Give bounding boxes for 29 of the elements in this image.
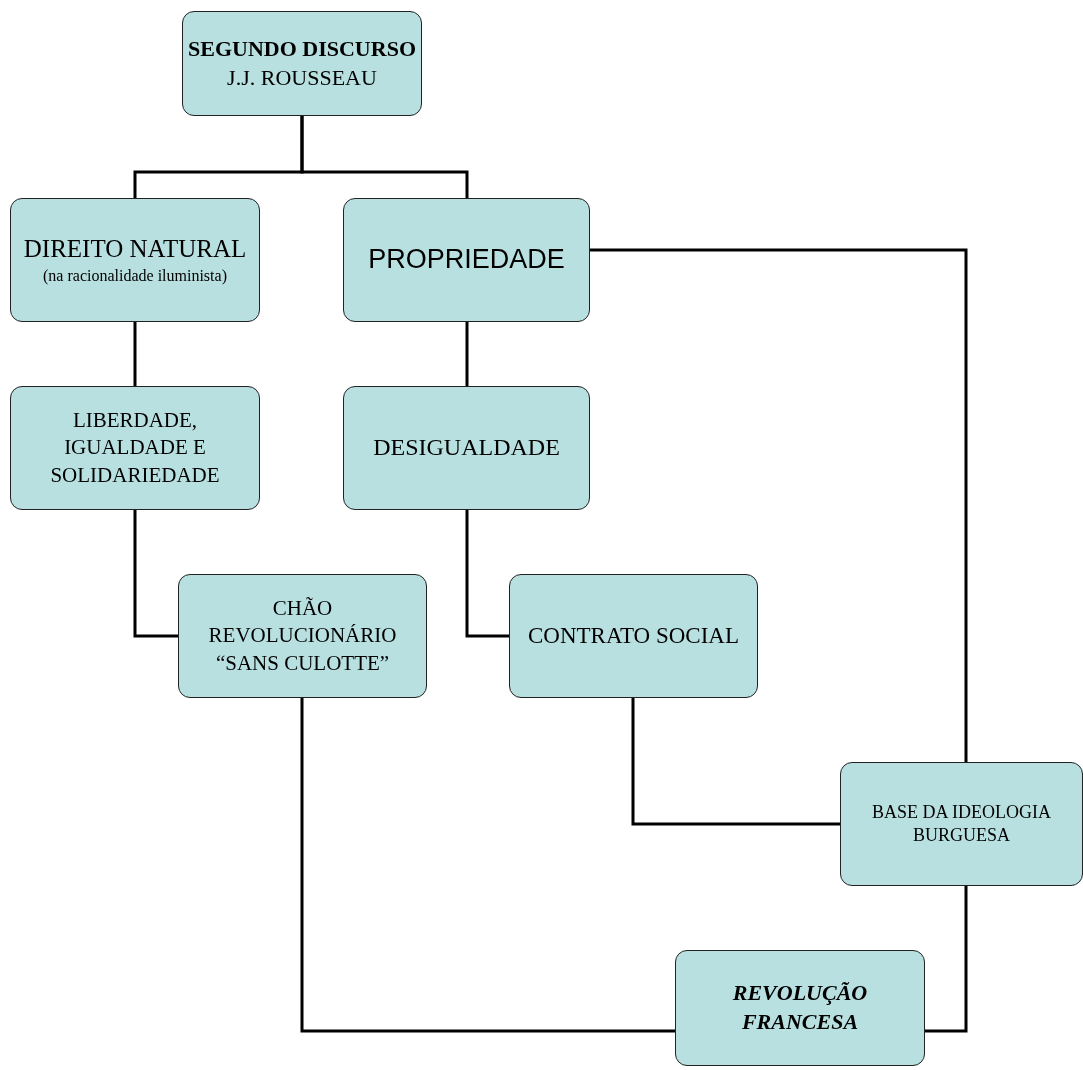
concept-label: REVOLUÇÃO FRANCESA — [731, 979, 869, 1036]
concept-label: PROPRIEDADE — [368, 243, 565, 277]
concept-label: DESIGUALDADE — [373, 433, 560, 463]
concept-box — [840, 762, 1083, 886]
concept-box — [182, 11, 422, 116]
connector-line — [465, 510, 509, 638]
connector-line — [465, 322, 469, 386]
concept-label: CHÃO REVOLUCIONÁRIO “SANS CULOTTE” — [207, 595, 398, 677]
concept-label: SEGUNDO DISCURSO — [188, 34, 416, 63]
concept-box — [343, 386, 590, 510]
concept-box — [10, 386, 260, 510]
connector-line — [925, 886, 968, 1033]
concept-box — [178, 574, 427, 698]
connector-line — [133, 510, 178, 638]
concept-box — [675, 950, 925, 1066]
concept-label: LIBERDADE, IGUALDADE E SOLIDARIEDADE — [49, 407, 221, 489]
concept-subtitle: J.J. ROUSSEAU — [227, 63, 377, 92]
concept-subtitle: (na racionalidade iluminista) — [43, 265, 227, 287]
connector-line — [300, 698, 675, 1033]
connector-line — [133, 322, 137, 386]
concept-box — [10, 198, 260, 322]
concept-box — [509, 574, 758, 698]
concept-label: BASE DA IDEOLOGIA BURGUESA — [871, 800, 1052, 847]
concept-box — [343, 198, 590, 322]
concept-label: CONTRATO SOCIAL — [527, 622, 740, 651]
connector-line — [631, 698, 840, 826]
connector-line — [590, 248, 968, 762]
connector-line — [300, 116, 469, 198]
concept-label: DIREITO NATURAL — [23, 234, 247, 265]
